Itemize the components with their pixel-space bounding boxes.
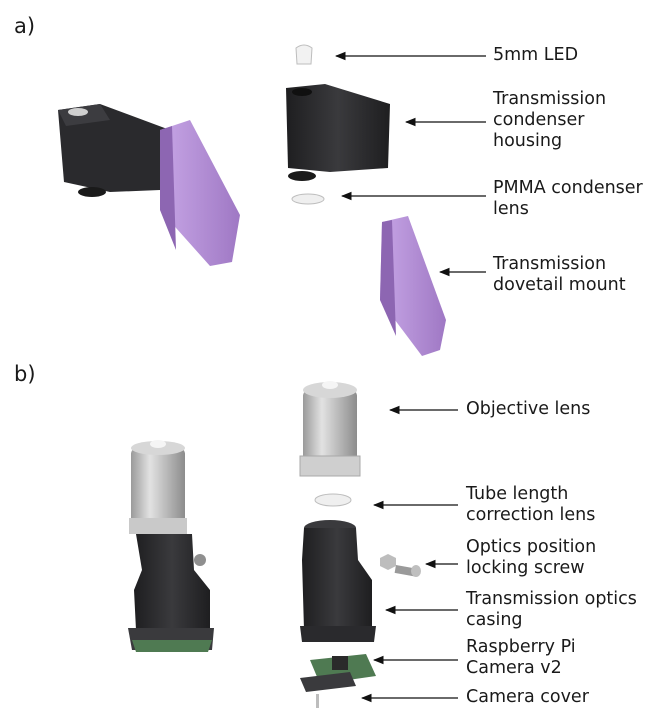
label-pmma-lens: PMMA condenser lens — [493, 178, 643, 220]
label-line: correction lens — [466, 505, 596, 525]
label-line: Transmission optics — [466, 589, 637, 609]
label-optics-casing: Transmission optics casing — [466, 589, 637, 631]
panel-b-label: b) — [14, 362, 36, 386]
label-line: casing — [466, 610, 523, 630]
annotation-arrows — [334, 51, 486, 703]
objective-lens — [299, 381, 361, 477]
label-line: Optics position — [466, 537, 597, 557]
locking-screw — [380, 554, 421, 577]
label-line: Transmission — [493, 89, 607, 109]
label-dovetail-mount: Transmission dovetail mount — [493, 254, 626, 296]
dovetail-mount — [380, 216, 446, 356]
optics-casing — [300, 520, 376, 642]
label-condenser-housing: Transmission condenser housing — [493, 89, 606, 152]
camera-cover — [300, 672, 356, 708]
label-line: condenser — [493, 110, 585, 130]
label-line: Tube length — [466, 484, 569, 504]
label-line: Raspberry Pi — [466, 637, 576, 657]
assembled-condenser — [58, 104, 240, 266]
panel-a-label: a) — [14, 14, 36, 38]
assembled-optics — [128, 440, 214, 652]
led — [295, 44, 313, 65]
label-line: Transmission — [493, 254, 607, 274]
label-camera: Raspberry Pi Camera v2 — [466, 637, 576, 679]
label-line: locking screw — [466, 558, 585, 578]
label-led: 5mm LED — [493, 45, 578, 66]
label-objective-lens: Objective lens — [466, 399, 590, 420]
label-locking-screw: Optics position locking screw — [466, 537, 596, 579]
tube-lens — [314, 493, 352, 507]
label-line: Camera cover — [466, 687, 589, 707]
label-line: lens — [493, 199, 529, 219]
label-tube-lens: Tube length correction lens — [466, 484, 595, 526]
label-line: Camera v2 — [466, 658, 562, 678]
pmma-lens — [291, 193, 325, 205]
label-line: dovetail mount — [493, 275, 626, 295]
condenser-housing — [286, 84, 390, 181]
label-line: housing — [493, 131, 563, 151]
label-line: 5mm LED — [493, 45, 579, 65]
label-line: Objective lens — [466, 399, 591, 419]
label-camera-cover: Camera cover — [466, 687, 589, 708]
label-line: PMMA condenser — [493, 178, 643, 198]
